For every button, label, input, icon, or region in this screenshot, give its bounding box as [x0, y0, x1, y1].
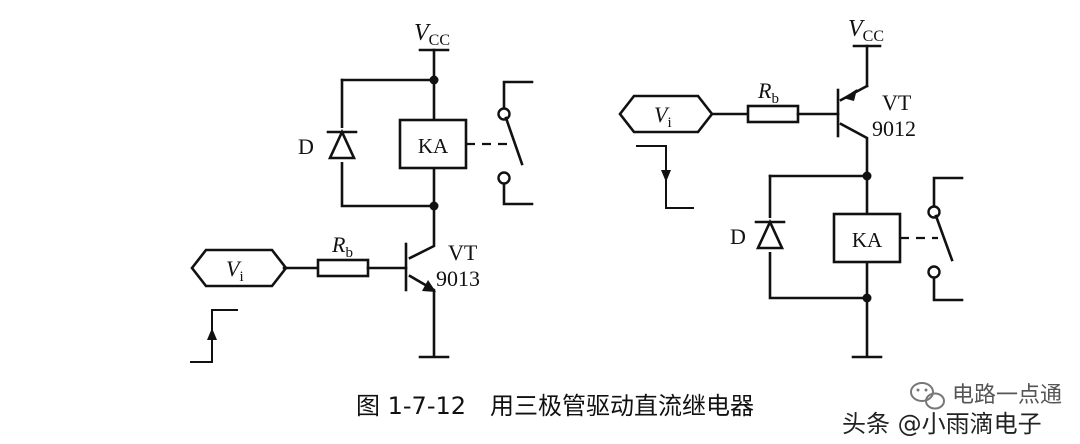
- left-diode-label: D: [298, 134, 314, 159]
- right-junction-bottom: [862, 293, 872, 303]
- left-relay-coil: [398, 118, 468, 170]
- left-resistor-label: Rb: [331, 232, 353, 261]
- right-circuit: VCC VT 9012 Rb Vi: [618, 16, 964, 359]
- right-resistor-label: Rb: [757, 78, 779, 107]
- right-relay-contacts: [927, 176, 964, 302]
- watermark-source: 头条 @小雨滴电子: [842, 410, 1042, 438]
- left-transistor: [404, 204, 436, 358]
- right-vcc-label: VCC: [848, 16, 884, 45]
- left-input-label: Vi: [226, 256, 244, 285]
- figure-caption: 图 1-7-12 用三极管驱动直流继电器: [356, 392, 754, 420]
- right-transistor: [836, 84, 869, 178]
- right-resistor: [746, 104, 800, 124]
- left-transistor-label: VT: [448, 240, 478, 265]
- right-junction-top: [862, 171, 872, 181]
- wechat-icon: [910, 382, 945, 410]
- left-junction-top: [429, 75, 439, 85]
- left-transistor-model: 9013: [436, 266, 480, 291]
- left-vcc-label: VCC: [414, 20, 450, 49]
- watermark-account: 电路一点通: [952, 383, 1062, 408]
- watermark: 电路一点通 头条 @小雨滴电子: [842, 382, 1062, 438]
- right-diode-label: D: [730, 224, 746, 249]
- left-relay-contacts: [497, 80, 534, 206]
- right-relay-label: KA: [852, 228, 883, 252]
- right-transistor-model: 9012: [872, 116, 916, 141]
- left-relay-label: KA: [418, 134, 449, 158]
- left-step-waveform: [190, 309, 238, 363]
- right-input-label: Vi: [654, 102, 672, 131]
- right-transistor-label: VT: [882, 90, 912, 115]
- left-input-terminal: [190, 248, 288, 288]
- left-diode: [326, 128, 358, 162]
- right-diode-branch: [768, 174, 869, 300]
- left-resistor: [316, 258, 370, 278]
- right-input-terminal: [618, 94, 714, 134]
- left-diode-branch: [340, 78, 436, 208]
- right-step-waveform: [636, 145, 694, 209]
- left-circuit: VCC D KA: [190, 20, 534, 363]
- right-relay-coil: [832, 212, 902, 264]
- right-diode: [754, 218, 786, 252]
